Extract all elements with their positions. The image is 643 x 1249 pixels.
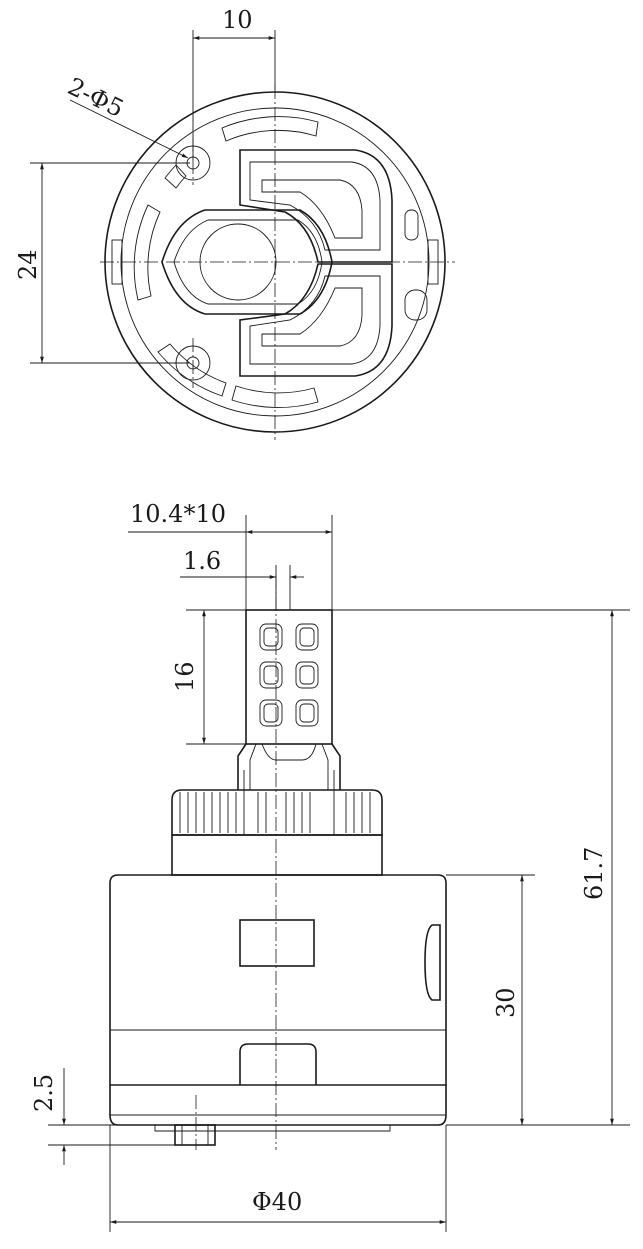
dim-10-label: 10 bbox=[222, 6, 253, 34]
dim-holes-label: 2-Φ5 bbox=[63, 72, 128, 123]
dim-offset: 1.6 bbox=[180, 547, 304, 610]
dim-stem-width: 10.4*10 bbox=[128, 500, 333, 610]
knurl-lines bbox=[179, 792, 371, 833]
dim-body-height-label: 30 bbox=[492, 987, 520, 1018]
main-body bbox=[109, 874, 447, 1146]
stem-slots bbox=[259, 623, 319, 727]
side-view: 10.4*10 1.6 16 61.7 3 bbox=[30, 500, 630, 1232]
dim-24: 24 bbox=[14, 162, 190, 364]
dim-24-label: 24 bbox=[14, 249, 42, 280]
dim-stem-width-label: 10.4*10 bbox=[130, 500, 226, 528]
upper-port bbox=[239, 149, 393, 263]
dim-total-height: 61.7 bbox=[332, 609, 630, 1126]
dim-stem-height-label: 16 bbox=[171, 661, 199, 692]
stem bbox=[237, 609, 341, 835]
knurled-cap bbox=[171, 789, 383, 876]
dim-offset-label: 1.6 bbox=[183, 547, 221, 575]
dim-base: 2.5 bbox=[30, 1068, 175, 1165]
dim-base-label: 2.5 bbox=[30, 1074, 58, 1112]
lower-port bbox=[239, 263, 393, 377]
dim-total-height-label: 61.7 bbox=[580, 847, 608, 900]
dim-stem-height: 16 bbox=[171, 609, 246, 745]
top-view: 10 2-Φ5 24 bbox=[14, 6, 455, 440]
dim-holes: 2-Φ5 bbox=[63, 72, 189, 159]
dim-diameter-label: Φ40 bbox=[252, 1188, 302, 1216]
dim-diameter: Φ40 bbox=[109, 1125, 447, 1232]
dim-10: 10 bbox=[192, 6, 276, 160]
arc-slots bbox=[111, 116, 439, 408]
dim-body-height: 30 bbox=[446, 874, 535, 1125]
